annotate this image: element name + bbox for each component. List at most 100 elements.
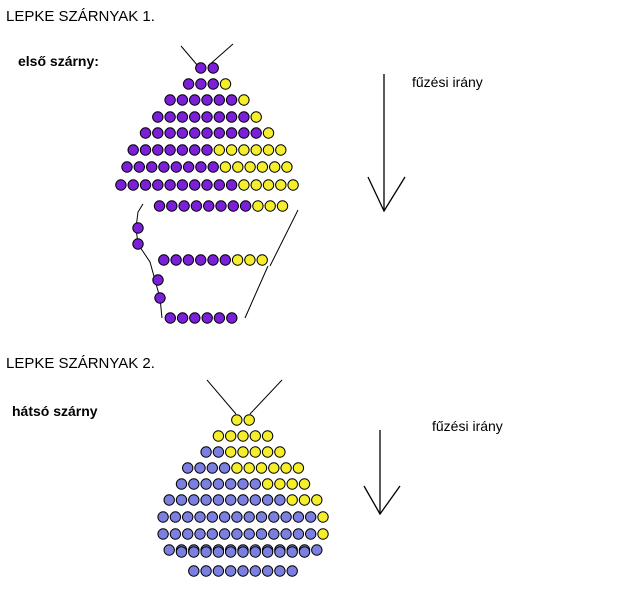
wing1-bead	[250, 127, 262, 139]
wing1-bead	[231, 254, 244, 266]
wing1-bead	[178, 200, 190, 212]
wing2-bead	[231, 414, 243, 426]
wing2-bead	[249, 446, 262, 458]
wing1-strand-bead	[132, 222, 144, 234]
wing2-bead	[298, 546, 311, 558]
wing1-bead	[176, 111, 189, 123]
wing1-bead	[139, 179, 152, 191]
wing1-bead	[225, 111, 238, 123]
wing2-bead	[188, 478, 200, 490]
wing1-bead	[164, 127, 176, 139]
wing1-bead	[227, 200, 240, 212]
wing2-bead	[274, 546, 286, 558]
wing2-bead	[237, 430, 249, 442]
wing2-bead	[175, 494, 188, 506]
wing2-bead	[286, 565, 298, 577]
wing2-bead	[194, 462, 206, 474]
wing2-bead	[212, 546, 225, 558]
wing2-bead	[218, 511, 231, 523]
wing2-beads	[157, 414, 329, 577]
wing1-beads	[115, 62, 299, 324]
wing2-bead	[163, 494, 175, 506]
wing2-bead	[249, 565, 262, 577]
wing1-bead	[203, 200, 215, 212]
wing1-bead	[219, 254, 232, 266]
wing1-bead	[201, 127, 213, 139]
wing1-bead	[166, 200, 178, 212]
wing2-bead	[188, 565, 200, 577]
wing1-label: első szárny:	[18, 53, 99, 69]
wing2-bead	[225, 494, 237, 506]
wing1-bead	[115, 179, 127, 191]
wing1-bead	[275, 144, 287, 156]
wing2-bead	[188, 546, 200, 558]
wing1-bead	[201, 144, 213, 156]
wing1-bead	[152, 144, 164, 156]
wing2-bead	[243, 528, 255, 540]
wing1-bead	[152, 179, 164, 191]
wing2-bead	[169, 528, 182, 540]
wing1-bead	[201, 111, 213, 123]
wing2-bead	[212, 446, 225, 458]
wing2-bead	[280, 528, 292, 540]
wing1-bead	[127, 179, 139, 191]
wing2-bead	[274, 494, 286, 506]
wing2-bead	[261, 478, 274, 490]
wing1-title: LEPKE SZÁRNYAK 1.	[6, 8, 155, 25]
wing2-bead	[231, 511, 243, 523]
wing2-bead	[206, 462, 219, 474]
wing2-bead	[268, 528, 280, 540]
wing1-bead	[170, 161, 183, 173]
wing1-strand-bead	[154, 292, 166, 304]
wing2-bead	[157, 511, 169, 523]
wing1-bead	[269, 161, 281, 173]
wing2-bead	[225, 565, 237, 577]
wing1-direction-arrow	[367, 74, 406, 213]
wing1-bead	[239, 200, 252, 212]
wing2-bead	[231, 528, 243, 540]
wing2-threads	[206, 379, 283, 415]
wing1-bead	[219, 78, 232, 90]
wing2-bead	[249, 546, 262, 558]
wing2-bead	[225, 446, 237, 458]
wing2-bead	[157, 528, 169, 540]
wing2-bead	[212, 478, 225, 490]
wing2-bead	[255, 462, 268, 474]
wing1-bead	[195, 78, 207, 90]
wing1-bead	[238, 111, 250, 123]
wing1-bead	[146, 161, 158, 173]
wing1-bead	[213, 94, 226, 106]
wing2-bead	[305, 511, 317, 523]
wing1-bead	[256, 254, 268, 266]
wing1-bead	[182, 254, 195, 266]
wing2-bead	[206, 528, 219, 540]
wing1-bead	[195, 254, 207, 266]
wing2-bead	[298, 494, 311, 506]
wing2-bead	[175, 546, 188, 558]
wing2-bead	[169, 511, 182, 523]
wing1-bead	[170, 254, 182, 266]
wing2-bead	[311, 544, 323, 556]
wing1-bead	[213, 144, 226, 156]
wing1-bead	[225, 94, 238, 106]
wing2-bead	[194, 511, 206, 523]
wing1-bead	[287, 179, 299, 191]
wing2-bead	[175, 478, 188, 490]
wing2-bead	[188, 494, 200, 506]
wing2-bead	[274, 565, 286, 577]
wing1-bead	[189, 179, 201, 191]
wing1-bead	[213, 179, 226, 191]
wing2-bead	[286, 494, 298, 506]
wing2-bead	[200, 446, 212, 458]
wing2-bead	[249, 494, 262, 506]
wing1-bead	[213, 111, 226, 123]
wing2-bead	[261, 546, 274, 558]
wing2-bead	[255, 511, 268, 523]
wing2-bead	[292, 511, 305, 523]
wing2-direction-label: fűzési irány	[432, 418, 503, 434]
wing2-bead	[243, 462, 255, 474]
wing1-bead	[139, 144, 152, 156]
wing2-bead	[268, 462, 280, 474]
wing1-bead	[176, 312, 189, 324]
